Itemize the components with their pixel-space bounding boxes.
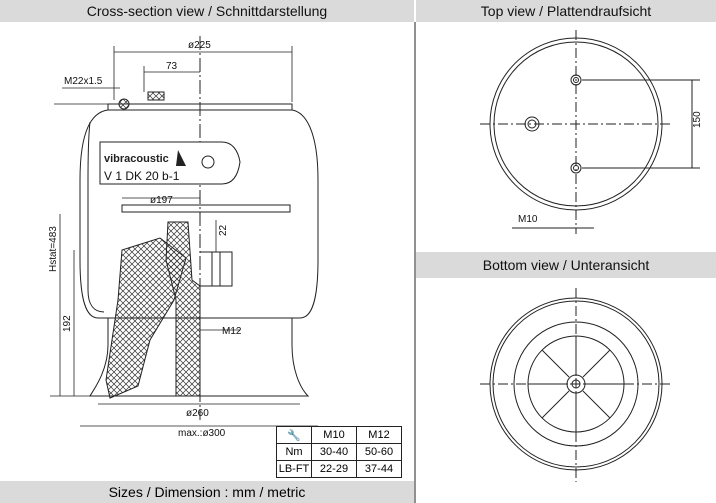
torque-header-row: 🔧 M10 M12 [276,426,402,444]
dim-d260: ø260 [186,408,209,419]
torque-col-m12: M12 [356,426,402,444]
dim-max300: max.:ø300 [178,428,226,439]
brand-logo: vibracoustic [104,153,169,165]
torque-cell: 37-44 [356,460,402,478]
dim-hstat: Hstat=483 [48,226,59,272]
label-plate [99,141,241,185]
dim-m12: M12 [222,326,242,337]
units-footer: Sizes / Dimension : mm / metric [0,481,414,503]
torque-row-nm: Nm 30-40 50-60 [276,443,402,461]
torque-cell: 50-60 [356,443,402,461]
dim-73: 73 [166,61,178,72]
bottom-view-header: Bottom view / Unteransicht [416,252,716,278]
top-view [480,30,700,234]
torque-cell: 30-40 [311,443,357,461]
model-number: V 1 DK 20 b-1 [104,169,180,183]
dim-m22: M22x1.5 [64,76,103,87]
bottom-view [480,288,672,482]
wrench-icon: 🔧 [276,426,312,444]
mounting-bolt-m22 [118,98,130,110]
torque-row-lbft: LB-FT 22-29 37-44 [276,460,402,478]
top-view-header: Top view / Plattendraufsicht [416,0,716,22]
dim-d225: ø225 [188,40,211,51]
torque-row-label: Nm [276,443,312,461]
torque-table: 🔧 M10 M12 Nm 30-40 50-60 LB-FT 22-29 37-… [276,426,402,478]
torque-col-m10: M10 [311,426,357,444]
dim-150: 150 [692,111,703,128]
air-inlet-hole [201,155,215,169]
dim-m10: M10 [518,214,538,225]
dim-d197: ø197 [150,195,173,206]
dim-22: 22 [218,224,229,236]
cross-section-header: Cross-section view / Schnittdarstellung [0,0,414,22]
torque-row-label: LB-FT [276,460,312,478]
torque-cell: 22-29 [311,460,357,478]
dim-192: 192 [62,315,73,332]
piston-core-section [165,221,201,397]
